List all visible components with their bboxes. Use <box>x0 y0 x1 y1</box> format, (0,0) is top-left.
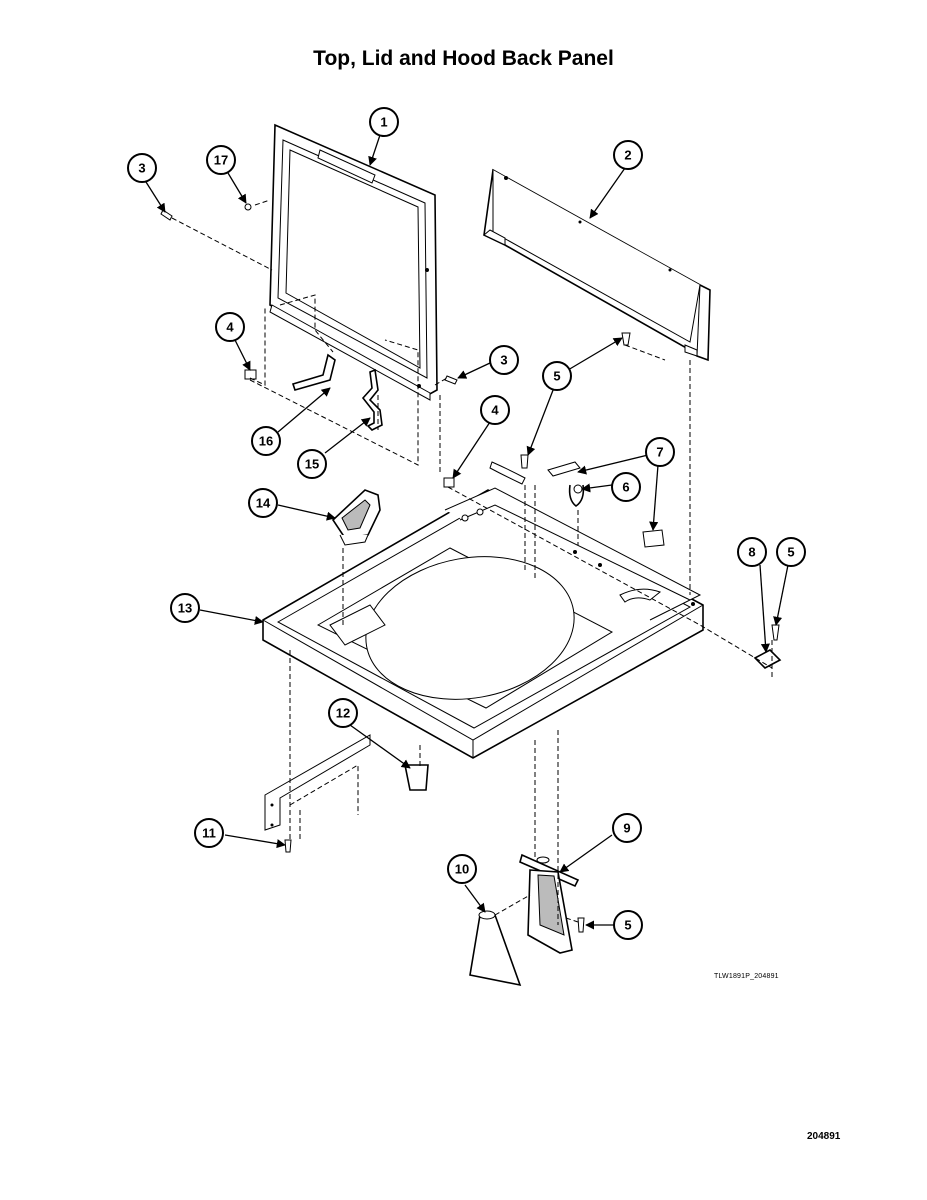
svg-text:12: 12 <box>336 706 350 721</box>
callout-11: 11 <box>194 818 224 848</box>
assembly-lines <box>171 199 773 925</box>
cabinet-corner <box>264 734 371 840</box>
dispenser-cup <box>331 489 381 546</box>
callout-16: 16 <box>251 426 281 456</box>
callout-7: 7 <box>645 437 675 467</box>
svg-text:4: 4 <box>491 403 499 418</box>
callout-3-left: 3 <box>127 153 157 183</box>
svg-text:6: 6 <box>622 480 629 495</box>
svg-text:17: 17 <box>214 153 228 168</box>
svg-text:3: 3 <box>138 161 145 176</box>
svg-text:10: 10 <box>455 862 469 877</box>
svg-text:14: 14 <box>256 496 271 511</box>
callout-5-bottom: 5 <box>613 910 643 940</box>
page-number: 204891 <box>807 1131 841 1142</box>
svg-text:7: 7 <box>656 445 663 460</box>
callout-12: 12 <box>328 698 358 728</box>
svg-text:3: 3 <box>500 353 507 368</box>
callout-14: 14 <box>248 488 278 518</box>
svg-text:16: 16 <box>259 434 273 449</box>
svg-text:8: 8 <box>748 545 755 560</box>
callout-3-right: 3 <box>489 345 519 375</box>
callout-9: 9 <box>612 813 642 843</box>
callout-8: 8 <box>737 537 767 567</box>
hinges <box>291 353 383 431</box>
callout-17: 17 <box>206 145 236 175</box>
fill-funnel <box>469 910 522 987</box>
leader-lines <box>145 134 789 930</box>
svg-text:11: 11 <box>202 826 216 841</box>
svg-text:9: 9 <box>623 821 630 836</box>
callout-10: 10 <box>447 854 477 884</box>
top-panel <box>262 487 704 759</box>
svg-text:5: 5 <box>624 918 631 933</box>
callout-5-right: 5 <box>776 537 806 567</box>
hardware <box>160 203 782 933</box>
hood-back-panel <box>483 168 711 362</box>
callout-13: 13 <box>170 593 200 623</box>
callout-5-top: 5 <box>542 361 572 391</box>
lid-frame <box>269 123 438 401</box>
svg-text:4: 4 <box>226 320 234 335</box>
callout-4-center: 4 <box>480 395 510 425</box>
svg-text:2: 2 <box>624 148 631 163</box>
svg-text:15: 15 <box>305 457 319 472</box>
callout-1: 1 <box>369 107 399 137</box>
callout-6: 6 <box>611 472 641 502</box>
svg-text:5: 5 <box>787 545 794 560</box>
callout-15: 15 <box>297 449 327 479</box>
callout-4-left: 4 <box>215 312 245 342</box>
diagram-title: Top, Lid and Hood Back Panel <box>313 47 614 70</box>
svg-text:5: 5 <box>553 369 560 384</box>
svg-text:1: 1 <box>380 115 387 130</box>
svg-text:13: 13 <box>178 601 192 616</box>
callout-2: 2 <box>613 140 643 170</box>
drawing-code: TLW1891P_204891 <box>714 973 779 980</box>
fill-bracket <box>519 853 580 954</box>
